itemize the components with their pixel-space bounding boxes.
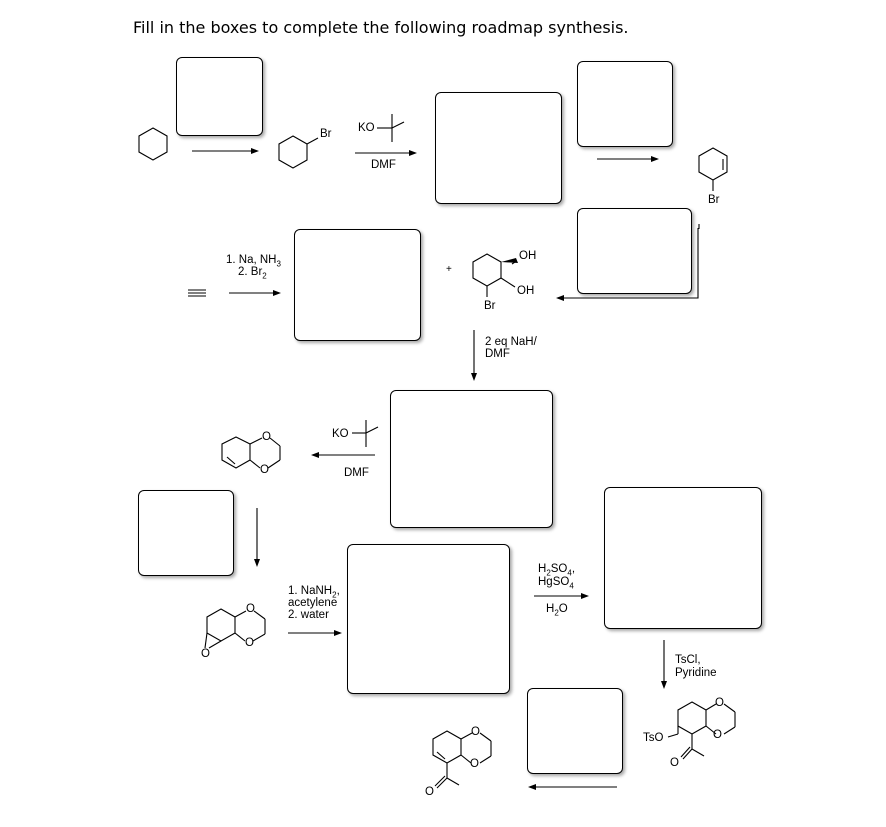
ko-label-1: KO: [358, 122, 375, 134]
ring-oxygen-top: O: [262, 431, 271, 443]
cyclohexane-structure: [138, 127, 168, 161]
product-ring-oxygen-bottom: O: [470, 758, 479, 770]
answer-box-8[interactable]: [604, 487, 762, 629]
dmf-label-1: DMF: [371, 159, 396, 171]
bromo-diol-label: Br: [484, 300, 496, 312]
reagent-pyridine: Pyridine: [675, 667, 717, 679]
reagent-nanh2: 1. NaNH2,: [288, 585, 340, 600]
answer-box-5[interactable]: [294, 229, 421, 341]
bromocyclohexanediol-structure: [472, 253, 518, 297]
bromo-label-cyclohexene: Br: [708, 194, 720, 206]
plus-sign: +: [446, 264, 452, 275]
reagent-acetylene: acetylene: [288, 597, 338, 609]
reaction-arrow-8: [288, 630, 342, 636]
cyclohexene-dioxane-ketone-structure: [432, 730, 492, 789]
answer-box-7[interactable]: [138, 490, 234, 576]
tosylate-dioxane-ketone-structure: [667, 701, 736, 760]
hydroxyl-top-label: OH: [519, 250, 537, 262]
reaction-arrow-11: [528, 784, 617, 790]
dmf-label-2: DMF: [344, 467, 369, 479]
answer-box-1[interactable]: [176, 57, 263, 136]
reagent-na-nh3: 1. Na, NH3: [226, 254, 281, 269]
reaction-arrow-4: [229, 290, 281, 296]
tosylate-ring-oxygen-top: O: [715, 697, 724, 709]
bromo-label: Br: [320, 128, 332, 140]
cyclohexene-dioxane-structure: [221, 436, 281, 469]
connector-bracket: [560, 228, 699, 299]
tosylate-ketone-oxygen: O: [670, 757, 679, 769]
reagent-tscl: TsCl,: [675, 654, 701, 666]
alkyne-triple-bond-icon: [188, 289, 206, 297]
reaction-arrow-10: [661, 640, 667, 689]
answer-box-3[interactable]: [577, 61, 673, 147]
reaction-arrow-3: [597, 156, 659, 162]
tosylate-ring-oxygen-bottom: O: [713, 729, 722, 741]
potassium-tert-butoxide-structure-2: [352, 420, 379, 447]
epoxide-ring-oxygen-bottom: O: [245, 637, 254, 649]
reaction-arrow-6: [311, 452, 375, 458]
potassium-tert-butoxide-structure-1: [377, 114, 405, 142]
reaction-arrow-2: [355, 150, 417, 156]
reaction-arrow-1: [192, 148, 259, 154]
answer-box-6[interactable]: [390, 390, 553, 528]
answer-box-2[interactable]: [435, 92, 562, 204]
hydroxyl-bottom-label: OH: [517, 285, 535, 297]
reagent-h2o: H2O: [546, 603, 568, 618]
reagent-water: 2. water: [288, 609, 329, 621]
answer-box-9[interactable]: [347, 544, 510, 694]
product-ketone-oxygen: O: [425, 786, 434, 798]
bromocyclohexene-structure: [698, 147, 728, 191]
epoxide-oxygen: O: [201, 648, 210, 660]
reaction-arrow-5: [471, 330, 477, 381]
reagent-br2: 2. Br2: [238, 266, 267, 281]
page-title: Fill in the boxes to complete the follow…: [133, 18, 629, 37]
reagent-nah: 2 eq NaH/: [485, 336, 537, 348]
reagent-h2so4: H2SO4,: [538, 563, 576, 578]
reaction-arrow-7: [254, 508, 260, 567]
answer-box-4[interactable]: [577, 208, 692, 294]
epoxide-ring-oxygen-top: O: [246, 603, 255, 615]
reagent-hgso4: HgSO4: [538, 576, 574, 591]
reagent-nah-dmf: DMF: [485, 348, 510, 360]
ring-oxygen-bottom: O: [260, 464, 269, 476]
epoxide-dioxane-structure: [204, 608, 266, 649]
ko-label-2: KO: [332, 428, 349, 440]
bromocyclohexane-structure: [278, 135, 319, 169]
tosylate-label: TsO: [643, 732, 664, 744]
product-ring-oxygen-top: O: [471, 726, 480, 738]
answer-box-10[interactable]: [527, 688, 623, 774]
reaction-arrow-9: [534, 593, 589, 599]
